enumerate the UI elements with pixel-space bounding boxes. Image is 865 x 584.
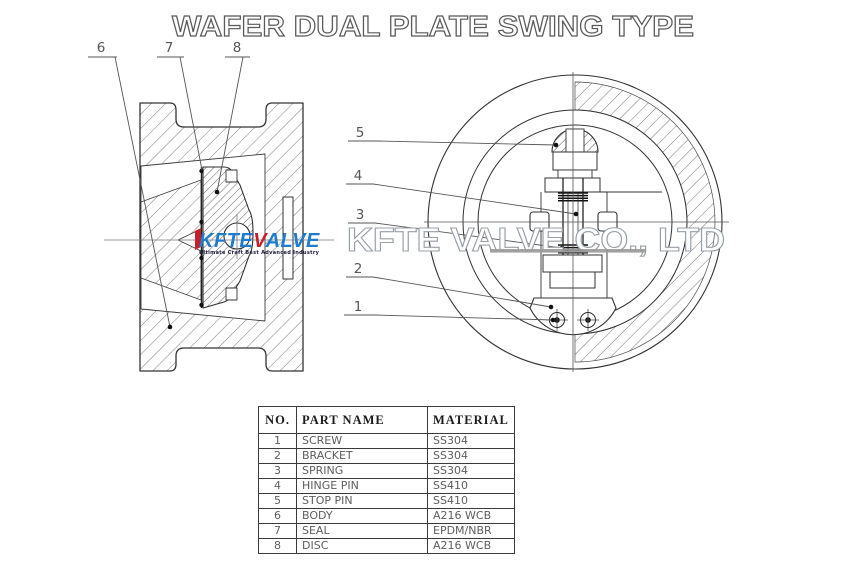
cell-partname: DISC [296,538,428,554]
cell-material: SS304 [427,433,515,449]
callout-5: 5 [356,125,365,141]
cell-partname: STOP PIN [296,493,428,509]
cell-material: A216 WCB [427,538,515,554]
logo-flag-icon [195,228,201,250]
cell-material: SS410 [427,493,515,509]
cell-no: 2 [258,448,297,464]
cell-material: SS304 [427,463,515,479]
table-header-row: NO. PART NAME MATERIAL [258,406,515,434]
front-view [424,72,729,372]
stop-pin-notch [565,128,585,153]
callout-3: 3 [356,207,365,223]
cell-partname: BODY [296,508,428,524]
table-row: 8 DISC A216 WCB [258,538,515,554]
cell-partname: HINGE PIN [296,478,428,494]
cell-partname: SEAL [296,523,428,539]
section-view [104,102,334,372]
cell-material: EPDM/NBR [427,523,515,539]
hinge-pin [562,178,584,268]
hinge-lug-top [225,169,238,183]
hinge-lug-bottom [225,287,238,301]
seal-dot [199,168,204,174]
callout-leaders [88,56,577,328]
callout-8: 8 [233,40,242,56]
table-row: 2 BRACKET SS304 [258,448,515,464]
watermark: KFTEVALVE Ultimate Craft Best Advanced I… [195,220,726,259]
watermark-underline [490,249,646,253]
cell-no: 1 [258,433,297,449]
hinge-block-3 [544,177,601,193]
company-logo: KFTEVALVE [199,230,320,252]
callout-4: 4 [354,168,363,184]
callout-2: 2 [354,261,363,277]
table-row: 7 SEAL EPDM/NBR [258,523,515,539]
header-partname: PART NAME [296,406,428,434]
callout-7: 7 [165,40,174,56]
seal-dot [199,302,204,308]
callout-1: 1 [354,299,363,315]
table-row: 1 SCREW SS304 [258,433,515,449]
cell-partname: SCREW [296,433,428,449]
hinge-block-2 [557,169,593,179]
cell-partname: BRACKET [296,448,428,464]
cell-material: SS304 [427,448,515,464]
cell-partname: SPRING [296,463,428,479]
callout-labels: 6 7 8 5 4 3 2 1 [97,40,365,315]
cell-no: 8 [258,538,297,554]
table-row: 3 SPRING SS304 [258,463,515,479]
retainer-plate [282,196,294,280]
stop-lug-left [529,211,550,232]
table-row: 4 HINGE PIN SS410 [258,478,515,494]
callout-6: 6 [97,40,106,56]
header-material: MATERIAL [427,406,515,434]
cell-no: 3 [258,463,297,479]
seal-dot [199,255,204,261]
parts-table: NO. PART NAME MATERIAL 1 SCREW SS304 2 B… [258,406,515,554]
table-row: 6 BODY A216 WCB [258,508,515,524]
cell-no: 6 [258,508,297,524]
cell-no: 4 [258,478,297,494]
parts-table-container: NO. PART NAME MATERIAL 1 SCREW SS304 2 B… [258,406,515,554]
cell-material: A216 WCB [427,508,515,524]
hinge-block-5 [549,271,596,289]
screw-right [577,309,599,331]
logo-tagline: Ultimate Craft Best Advanced Industry [199,250,320,256]
stop-lug-right [597,211,618,232]
cell-no: 7 [258,523,297,539]
hinge-block-1 [552,151,598,171]
table-row: 5 STOP PIN SS410 [258,493,515,509]
page-title: WAFER DUAL PLATE SWING TYPE [172,11,694,43]
cell-material: SS410 [427,478,515,494]
header-no: NO. [258,406,297,434]
cell-no: 5 [258,493,297,509]
seal-dot [199,219,204,225]
